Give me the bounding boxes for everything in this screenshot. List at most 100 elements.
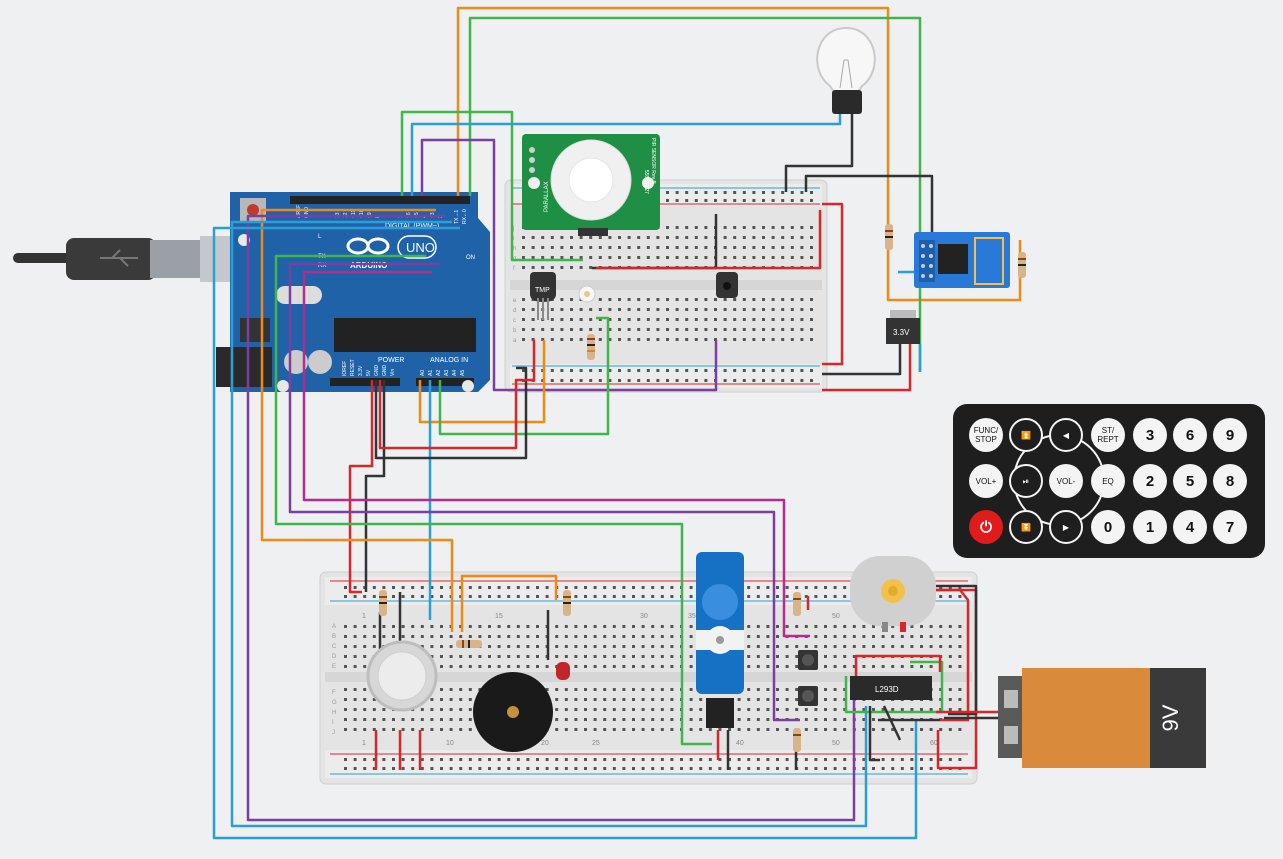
wire-orange-esp[interactable] (456, 6, 1022, 302)
remote-ff-down-button[interactable]: ⏬ (1009, 510, 1043, 544)
wire-orange-tmp[interactable] (418, 340, 546, 424)
voltage-regulator[interactable]: 3.3V (886, 310, 920, 344)
wire-purple-topbb[interactable] (420, 138, 718, 392)
breadboard-hole (531, 266, 535, 269)
breadboard-hole (440, 595, 443, 598)
wire-blue-driver[interactable] (230, 220, 868, 828)
breadboard-hole (603, 698, 607, 701)
remote-5-button[interactable]: 5 (1173, 464, 1207, 498)
esp8266-module[interactable] (914, 232, 1010, 288)
wire-green-servo[interactable] (274, 254, 712, 746)
wire-green-pir[interactable] (400, 110, 583, 262)
wire-red-reg[interactable] (822, 344, 912, 392)
dc-motor[interactable] (850, 556, 936, 632)
breadboard-hole (612, 708, 616, 711)
breadboard-hole (646, 328, 650, 331)
remote-play-pause-button[interactable]: ⏯ (1009, 464, 1043, 498)
remote-0-button[interactable]: 0 (1091, 510, 1125, 544)
remote-1-button[interactable]: 1 (1133, 510, 1167, 544)
pir-sensor[interactable]: PARALLAX PIR SENSOR Rev B 555-28027 (522, 134, 660, 236)
remote-7-button[interactable]: 7 (1213, 510, 1247, 544)
wire-red-5v-top[interactable] (378, 340, 536, 450)
breadboard-hole (641, 586, 645, 589)
remote-vol-down-button[interactable]: VOL- (1049, 464, 1083, 498)
remote-ff-up-button[interactable]: ⏫ (1009, 418, 1043, 452)
push-button-1[interactable] (798, 650, 818, 670)
breadboard-hole (939, 635, 943, 638)
remote-4-button[interactable]: 4 (1173, 510, 1207, 544)
breadboard-hole (762, 308, 765, 311)
ir-remote[interactable]: FUNC/ STOP ⏫ ◀ ST/ REPT 3 6 9 VOL+ ⏯ VOL… (953, 404, 1265, 558)
wire-orange-led[interactable] (460, 574, 558, 632)
wire-blue-long[interactable] (212, 226, 918, 840)
remote-9-button[interactable]: 9 (1213, 418, 1247, 452)
photoresistor[interactable] (578, 285, 596, 303)
remote-vol-up-button[interactable]: VOL+ (969, 464, 1003, 498)
breadboard-hole (929, 635, 933, 638)
motor-driver-l293d[interactable]: L293D (850, 676, 932, 700)
top-resistor[interactable] (587, 334, 595, 360)
breadboard-hole (570, 328, 573, 331)
wire-black-gnd-bottom[interactable] (364, 380, 386, 592)
wire-purple-button[interactable] (288, 262, 800, 722)
red-led[interactable] (556, 662, 570, 680)
resistor-2[interactable] (456, 640, 482, 648)
wire-red-5v-bottom[interactable] (348, 380, 374, 594)
remote-left-button[interactable]: ◀ (1049, 418, 1083, 452)
esp-resistor[interactable] (885, 224, 893, 250)
breadboard-hole (910, 645, 914, 648)
breadboard-hole (843, 688, 847, 691)
wire-blue-bulb[interactable] (410, 110, 842, 196)
bottom-bb-col-10: 10 (446, 740, 454, 747)
wire-green-ldr[interactable] (438, 316, 610, 436)
wire-red-pir[interactable] (596, 210, 822, 270)
breadboard-hole (833, 586, 837, 589)
breadboard-hole (689, 767, 693, 770)
light-bulb[interactable] (816, 26, 876, 114)
breadboard-hole (522, 369, 525, 372)
wire-orange-buzzer[interactable] (260, 208, 454, 632)
battery-9v[interactable]: 9V (998, 668, 1206, 768)
wire-green-esp[interactable] (468, 16, 922, 372)
resistor-5[interactable] (793, 728, 801, 752)
breadboard-hole (785, 645, 789, 648)
breadboard-hole (656, 318, 660, 321)
wire-magenta-button[interactable] (302, 270, 810, 638)
remote-right-button[interactable]: ▶ (1049, 510, 1083, 544)
wire-red-rail[interactable] (822, 202, 844, 366)
resistor-1[interactable] (379, 590, 387, 616)
breadboard-hole (589, 308, 593, 311)
tmp-sensor[interactable]: TMP (530, 272, 556, 320)
arduino-uno[interactable]: UNO ARDUINO DIGITAL (PWM~) POWER ANALOG … (13, 192, 490, 392)
wire-black-reg[interactable] (822, 344, 902, 376)
remote-power-button[interactable]: ⏻ (969, 510, 1003, 544)
breadboard-hole (622, 708, 626, 711)
breadboard-hole (752, 246, 756, 249)
breadboard-hole (704, 338, 708, 341)
remote-st-rept-button[interactable]: ST/ REPT (1091, 418, 1125, 452)
remote-6-button[interactable]: 6 (1173, 418, 1207, 452)
wire-black-bulb[interactable] (784, 110, 854, 192)
remote-func-stop-button[interactable]: FUNC/ STOP (969, 418, 1003, 452)
remote-8-button[interactable]: 8 (1213, 464, 1247, 498)
breadboard-hole (814, 586, 818, 589)
remote-3-button[interactable]: 3 (1133, 418, 1167, 452)
breadboard-hole (449, 645, 453, 648)
servo-motor[interactable] (696, 552, 744, 728)
breadboard-hole (723, 379, 727, 382)
resistor-4[interactable] (793, 592, 801, 616)
push-button-2[interactable] (798, 686, 818, 706)
wire-black-gnd-top[interactable] (374, 366, 528, 460)
breadboard-hole (507, 625, 511, 628)
remote-eq-button[interactable]: EQ (1091, 464, 1125, 498)
esp-resistor-2[interactable] (1018, 252, 1026, 278)
piezo-buzzer[interactable] (473, 672, 553, 752)
resistor-3[interactable] (563, 590, 571, 616)
wire-black-rail-esp[interactable] (804, 174, 934, 232)
remote-2-button[interactable]: 2 (1133, 464, 1167, 498)
breadboard-hole (372, 698, 376, 701)
gas-sensor[interactable] (366, 640, 438, 712)
breadboard-hole (872, 708, 875, 711)
ir-receiver[interactable] (716, 272, 738, 298)
wire-purple-driver[interactable] (246, 214, 856, 822)
